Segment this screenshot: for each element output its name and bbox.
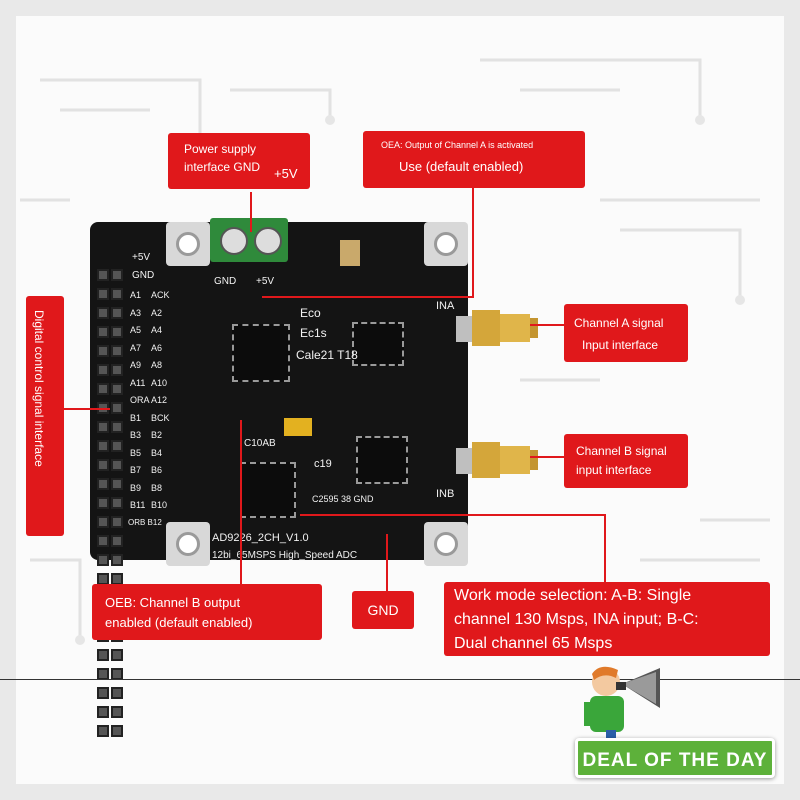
callout-power-line1: Power supply — [184, 142, 257, 156]
pin-label-right: A8 — [151, 360, 163, 370]
mount-hole — [424, 522, 468, 566]
pcb-text-c10ab: C10AB — [244, 438, 276, 449]
ic-chip — [232, 324, 290, 382]
callout-work-line1: Work mode selection: A-B: Single — [454, 587, 692, 604]
callout-oea-line2: Use (default enabled) — [399, 159, 524, 174]
leader-line — [386, 534, 388, 592]
callout-power-supply: Power supply interface GND +5V — [168, 133, 310, 189]
leader-line — [530, 324, 564, 326]
pin-label-left: B5 — [130, 447, 142, 458]
board-label-orb: ORB B12 — [128, 518, 162, 527]
callout-channel-b: Channel B signal input interface — [564, 434, 688, 488]
capacitor — [340, 240, 360, 266]
board-label-gnd: GND — [132, 270, 155, 281]
pin-label-right: B2 — [151, 430, 163, 440]
mount-hole — [166, 222, 210, 266]
pin-label-left: ORA — [130, 395, 150, 405]
callout-oeb-line2: enabled (default enabled) — [105, 615, 253, 630]
callout-channel-a-line1: Channel A signal — [574, 316, 664, 330]
callout-channel-a-line2: Input interface — [582, 338, 659, 352]
pin-label-right: A4 — [151, 325, 163, 335]
ic-chip — [240, 462, 296, 518]
terminal-5v-label: +5V — [256, 276, 275, 287]
divider-line — [0, 679, 800, 680]
board-description: 12bi_65MSPS High_Speed ADC — [212, 550, 358, 561]
leader-line — [300, 514, 606, 516]
callout-digital-control: Digital control signal interface — [26, 296, 64, 536]
pcb-text-ecls: Ec1s — [300, 326, 327, 340]
pin-label-left: A7 — [130, 342, 142, 353]
pin-label-left: B7 — [130, 465, 142, 475]
callout-gnd-text: GND — [367, 602, 399, 618]
leader-line — [604, 514, 606, 584]
callout-gnd: GND — [352, 591, 414, 629]
ic-chip — [356, 436, 408, 484]
callout-channel-b-line1: Channel B signal — [576, 444, 667, 458]
pcb-text-ina: INA — [436, 300, 455, 312]
deal-of-the-day-badge: DEAL OF THE DAY — [575, 738, 775, 778]
leader-line — [262, 296, 474, 298]
ic-chip — [352, 322, 404, 366]
callout-oea-line1: OEA: Output of Channel A is activated — [381, 140, 534, 150]
pin-label-right: ACK — [151, 290, 170, 300]
leader-line — [64, 408, 110, 410]
pcb-text-eco: Eco — [300, 306, 321, 320]
leader-line — [250, 192, 252, 232]
pin-label-right: B6 — [151, 465, 163, 475]
callout-power-line2: interface GND — [184, 160, 261, 174]
pin-label-left: A5 — [130, 325, 142, 335]
callout-channel-a: Channel A signal Input interface — [564, 304, 688, 362]
pin-label-left: B11 — [130, 500, 146, 510]
mount-hole — [166, 522, 210, 566]
pin-header — [96, 268, 124, 737]
board-model-name: AD9226_2CH_V1.0 — [212, 532, 309, 544]
pin-label-right: BCK — [151, 412, 170, 423]
leader-line — [472, 188, 474, 298]
callout-work-line3: Dual channel 65 Msps — [454, 635, 613, 652]
pin-label-right: B8 — [151, 482, 163, 493]
board-label-5v: +5V — [132, 252, 151, 263]
pin-label-right: A6 — [151, 342, 163, 353]
pin-label-left: B3 — [130, 430, 142, 440]
pin-label-left: A3 — [130, 307, 142, 318]
terminal-gnd-label: GND — [214, 276, 237, 287]
mascot-megaphone-illustration — [584, 666, 660, 748]
power-terminal-block — [210, 218, 288, 262]
pcb-text-inb: INB — [436, 488, 455, 500]
sma-connector-a — [456, 310, 538, 346]
callout-power-plus: +5V — [274, 166, 298, 181]
leader-line — [240, 420, 242, 584]
pin-label-right: B4 — [151, 447, 163, 458]
pin-label-right: A10 — [151, 377, 168, 388]
pin-label-left: A9 — [130, 360, 142, 370]
sma-connector-b — [456, 442, 538, 478]
pin-label-right: A12 — [151, 395, 168, 405]
pcb-text-cale: Cale21 T18 — [296, 348, 358, 362]
mount-hole — [424, 222, 468, 266]
jumper — [284, 418, 312, 436]
callout-oeb-line1: OEB: Channel B output — [105, 595, 241, 610]
pin-label-left: A1 — [130, 290, 142, 300]
pcb-text-c2595: C2595 38 GND — [312, 494, 374, 504]
leader-line — [530, 456, 564, 458]
callout-oea: OEA: Output of Channel A is activated Us… — [363, 131, 585, 188]
pin-label-left: B9 — [130, 482, 142, 493]
deal-badge-text: DEAL OF THE DAY — [582, 750, 768, 771]
pcb-text-c19: c19 — [314, 458, 332, 470]
callout-digital-text: Digital control signal interface — [32, 310, 46, 467]
callout-channel-b-line2: input interface — [576, 463, 652, 477]
pin-label-left: B1 — [130, 412, 142, 423]
pin-label-left: A11 — [130, 377, 146, 388]
pin-label-right: A2 — [151, 307, 163, 318]
callout-work-line2: channel 130 Msps, INA input; B-C: — [454, 611, 699, 628]
pin-label-right: B10 — [151, 500, 168, 510]
callout-work-mode: Work mode selection: A-B: Single channel… — [444, 582, 770, 656]
callout-oeb: OEB: Channel B output enabled (default e… — [92, 584, 322, 640]
